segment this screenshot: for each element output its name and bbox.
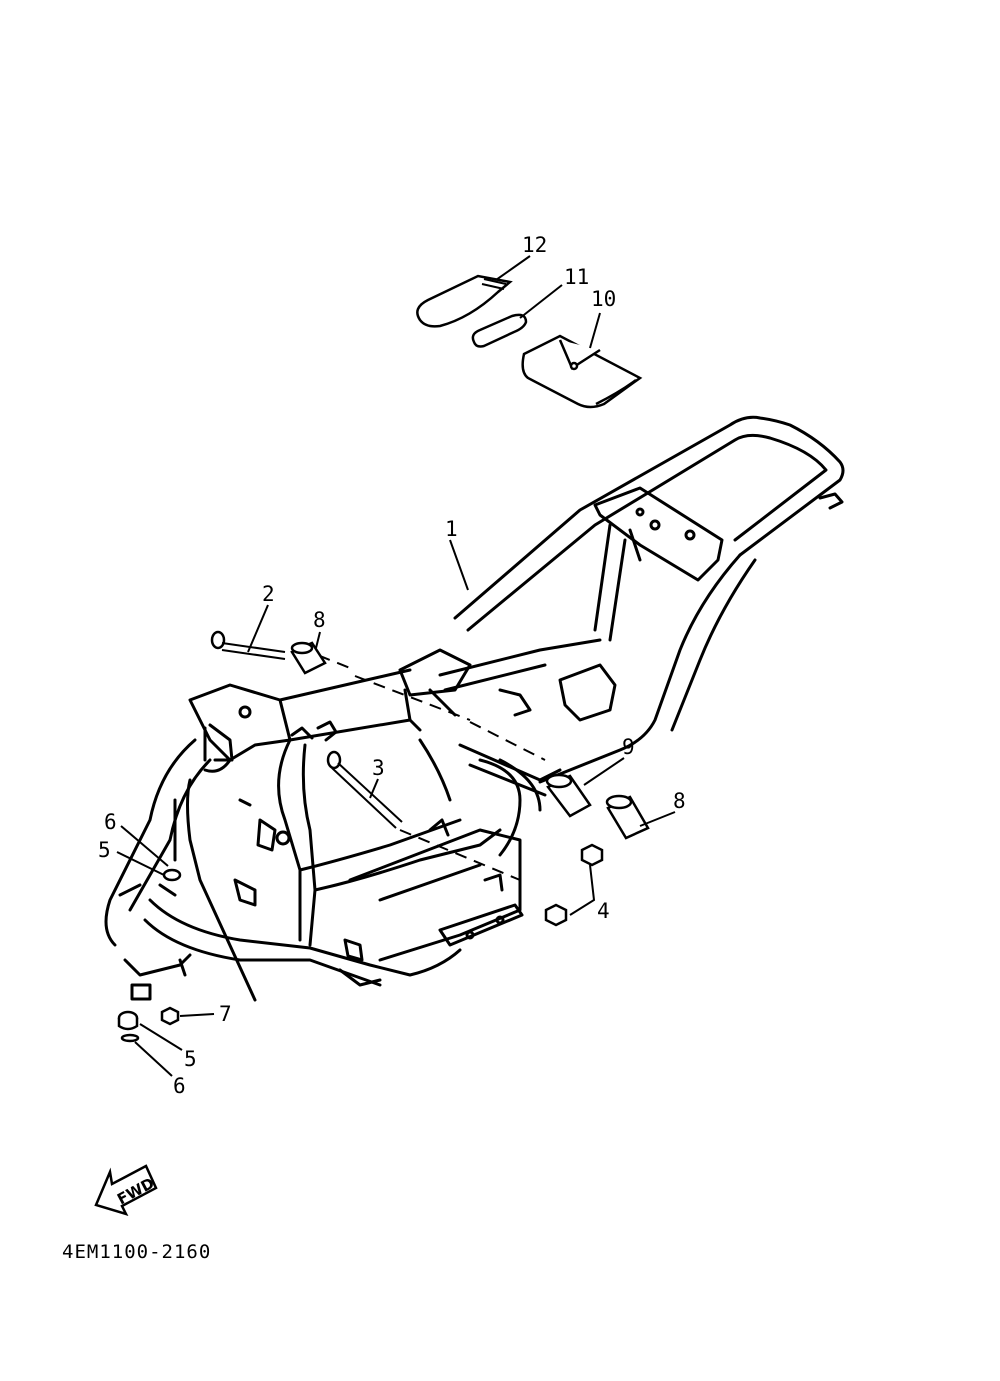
part-5-bushing-lower [117, 1010, 139, 1031]
part-10-pouch [521, 334, 643, 409]
callout-7: 7 [219, 1002, 232, 1026]
fwd-arrow-icon: FWD [94, 1164, 158, 1217]
callout-6-upper: 6 [104, 810, 117, 834]
callout-3: 3 [372, 756, 385, 780]
part-12-label-sheet [416, 274, 513, 328]
callout-12: 12 [522, 233, 547, 257]
callout-8-lower: 8 [673, 789, 686, 813]
callout-8-upper: 8 [313, 608, 326, 632]
callout-2: 2 [262, 582, 275, 606]
callout-5-lower: 5 [184, 1047, 197, 1071]
part-2-bolt [210, 630, 286, 660]
drawing-code: 4EM1100-2160 [62, 1241, 211, 1263]
callout-4: 4 [597, 899, 610, 923]
part-11-strip [471, 313, 528, 348]
part-7-bolt [160, 1006, 180, 1026]
part-9-collar [545, 773, 592, 818]
callout-10: 10 [591, 287, 616, 311]
part-4-nut-upper [580, 843, 604, 867]
part-4-nut-lower [544, 903, 568, 927]
callout-6-lower: 6 [173, 1074, 186, 1098]
part-3-long-bolt [326, 750, 403, 829]
part-8-collar-lower [605, 794, 650, 840]
part-5-bushing-upper [162, 868, 182, 882]
frame-assembly [104, 415, 845, 1002]
part-8-collar-upper [290, 641, 327, 675]
callout-5-upper: 5 [98, 838, 111, 862]
callout-1: 1 [445, 517, 458, 541]
part-6-washer-lower [120, 1033, 140, 1043]
callout-9: 9 [622, 735, 635, 759]
callout-11: 11 [564, 265, 589, 289]
